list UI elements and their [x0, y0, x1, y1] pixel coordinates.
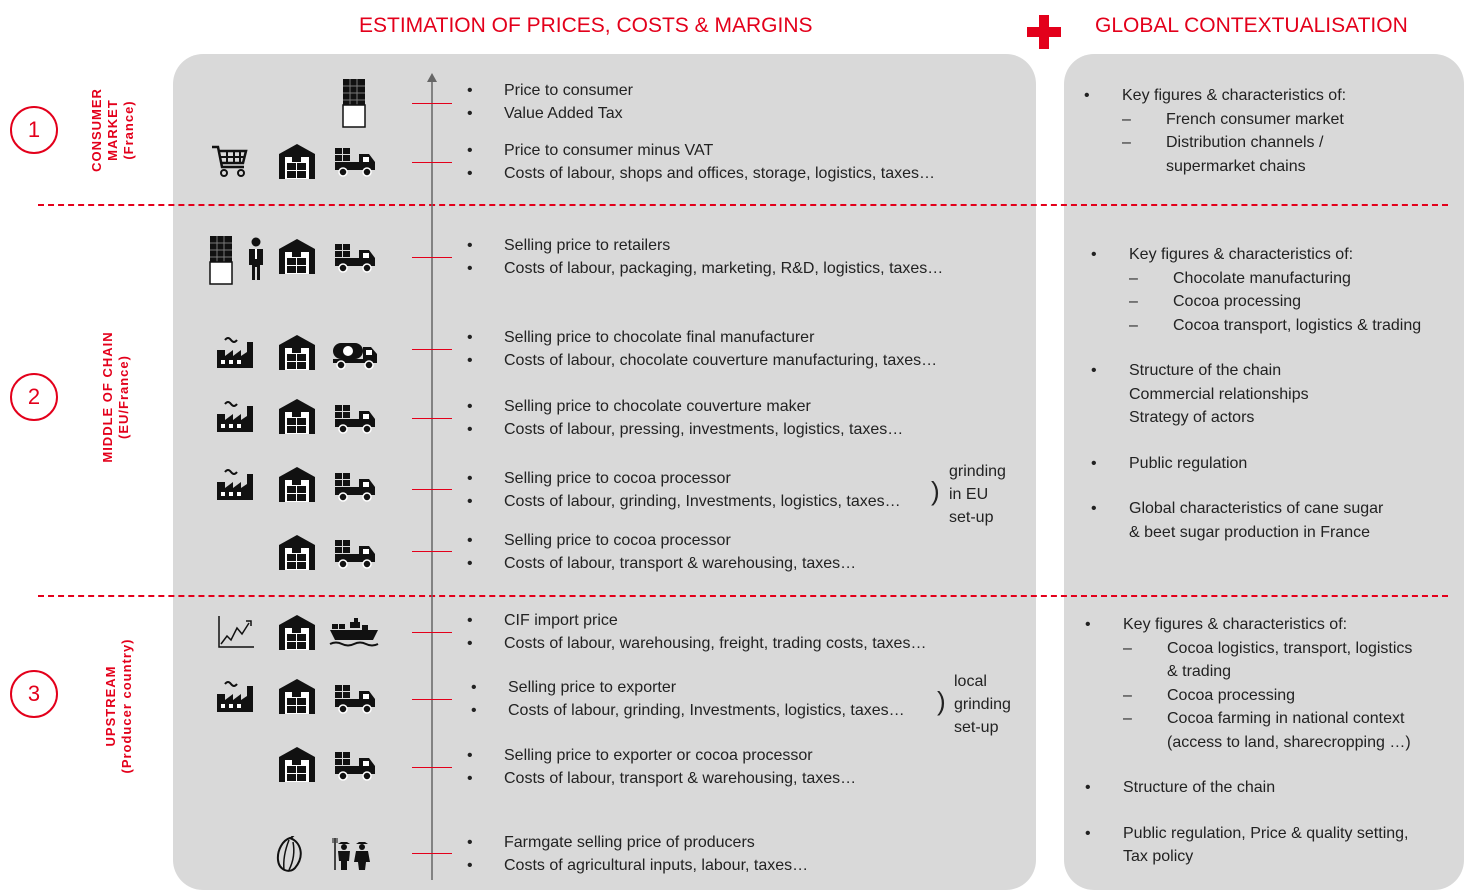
stage-consumer-minus-vat: Price to consumer minus VATCosts of labo… — [467, 140, 935, 185]
axis-tick — [412, 162, 452, 163]
stage-farmgate: Farmgate selling price of producersCosts… — [467, 832, 808, 877]
stage-consumer-price: Price to consumerValue Added Tax — [467, 80, 633, 125]
section-1-badge: 1 — [10, 106, 58, 154]
farmers-icon — [332, 836, 376, 872]
warehouse-icon — [277, 676, 317, 716]
delivery-truck-icon — [333, 534, 377, 570]
bracket: ) — [937, 686, 946, 716]
section-divider — [38, 204, 1448, 206]
delivery-truck-icon — [333, 467, 377, 503]
factory-icon — [215, 678, 259, 714]
section-3-badge: 3 — [10, 670, 58, 718]
context-consumer: Key figures & characteristics of: French… — [1084, 84, 1346, 178]
bracket: ) — [931, 476, 940, 506]
warehouse-icon — [277, 141, 317, 181]
section-3-label: UPSTREAM(Producer country) — [103, 638, 134, 774]
warehouse-icon — [277, 464, 317, 504]
shopping-cart-icon — [210, 143, 250, 179]
section-divider — [38, 595, 1448, 597]
section-2-label: MIDDLE OF CHAIN(EU/France) — [100, 331, 131, 463]
warehouse-icon — [277, 532, 317, 572]
stage-cocoa-processor-eu: Selling price to cocoa processorCosts of… — [467, 468, 901, 513]
axis-tick — [412, 853, 452, 854]
axis-tick — [412, 699, 452, 700]
axis-tick — [412, 257, 452, 258]
warehouse-icon — [277, 396, 317, 436]
axis-tick — [412, 103, 452, 104]
left-title: ESTIMATION OF PRICES, COSTS & MARGINS — [359, 14, 813, 37]
chocolate-bar-icon — [340, 77, 368, 129]
axis-tick — [412, 489, 452, 490]
tanker-truck-icon — [331, 335, 379, 371]
stage-cif-import: CIF import priceCosts of labour, warehou… — [467, 610, 926, 655]
axis-tick — [412, 767, 452, 768]
cocoa-pod-icon — [275, 836, 305, 872]
axis-tick — [412, 551, 452, 552]
delivery-truck-icon — [333, 679, 377, 715]
delivery-truck-icon — [333, 746, 377, 782]
cargo-ship-icon — [328, 614, 380, 650]
stage-cocoa-processor: Selling price to cocoa processorCosts of… — [467, 530, 856, 575]
delivery-truck-icon — [333, 238, 377, 274]
stage-final-manufacturer: Selling price to chocolate final manufac… — [467, 327, 937, 372]
stage-retailers: Selling price to retailersCosts of labou… — [467, 235, 943, 280]
delivery-truck-icon — [333, 399, 377, 435]
factory-icon — [215, 466, 259, 502]
price-chart-icon — [216, 614, 256, 650]
axis-tick — [412, 418, 452, 419]
warehouse-icon — [277, 236, 317, 276]
value-axis-arrow — [427, 73, 437, 880]
axis-tick — [412, 632, 452, 633]
warehouse-icon — [277, 612, 317, 652]
delivery-truck-icon — [333, 142, 377, 178]
context-upstream: Key figures & characteristics of: Cocoa … — [1085, 613, 1412, 869]
axis-tick — [412, 349, 452, 350]
plus-icon — [1022, 12, 1066, 52]
stage-exporter-local: Selling price to exporterCosts of labour… — [471, 677, 905, 722]
factory-icon — [215, 398, 259, 434]
section-2-badge: 2 — [10, 373, 58, 421]
factory-icon — [215, 334, 259, 370]
stage-exporter: Selling price to exporter or cocoa proce… — [467, 745, 856, 790]
worker-icon — [246, 237, 266, 281]
right-title: GLOBAL CONTEXTUALISATION — [1095, 14, 1408, 37]
stage-couverture-maker: Selling price to chocolate couverture ma… — [467, 396, 903, 441]
chocolate-bar-icon — [207, 234, 235, 286]
warehouse-icon — [277, 744, 317, 784]
warehouse-icon — [277, 332, 317, 372]
context-middle: Key figures & characteristics of: Chocol… — [1091, 243, 1421, 544]
